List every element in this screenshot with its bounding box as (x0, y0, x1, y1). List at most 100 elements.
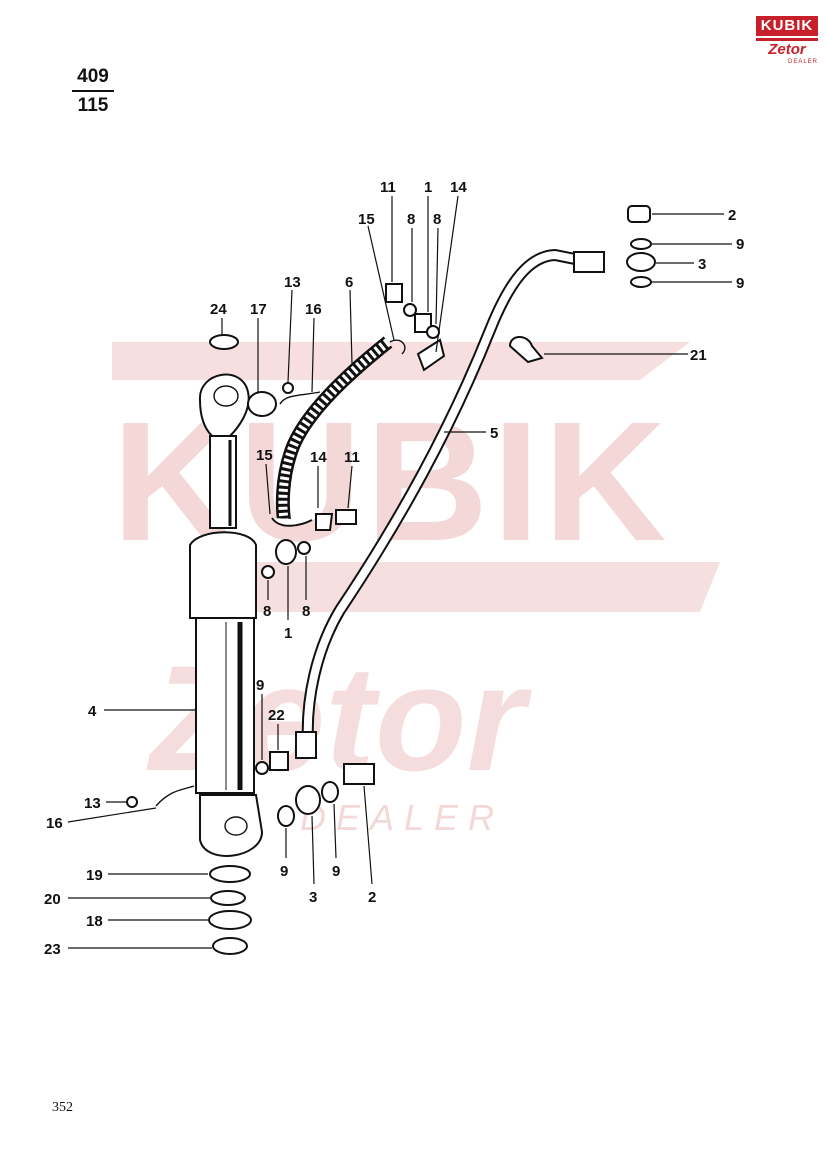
leader-c31 (333, 803, 337, 859)
bracket-14-top (416, 338, 446, 372)
callout-c8: 14 (450, 179, 467, 196)
washer-8-mid-1 (261, 565, 275, 579)
callout-c15: 17 (250, 301, 267, 318)
leader-c11 (435, 227, 439, 325)
callout-c32: 2 (368, 889, 376, 906)
small-parts (126, 205, 656, 955)
callout-c25: 9 (256, 677, 264, 694)
ring-24 (209, 334, 239, 350)
pin-16-bottom (155, 785, 195, 807)
grease-nipple-13-top (282, 382, 294, 394)
dust-cap (508, 336, 544, 364)
leader-c20 (347, 465, 353, 509)
bracket-14-mid (315, 513, 334, 531)
callout-c24: 4 (88, 703, 97, 720)
pipe-top-nut (573, 251, 605, 273)
callout-c19: 14 (310, 449, 327, 466)
callout-c30: 3 (309, 889, 317, 906)
hydraulic-cylinder (189, 373, 264, 857)
kubik-zetor-logo: KUBIK Zetor DEALER (756, 16, 818, 72)
banjo-bolt-bottom (343, 763, 375, 785)
watermark-stripe-top (112, 342, 690, 380)
callout-c12: 6 (345, 274, 353, 291)
cylinder-bottom-eye-bore (224, 816, 248, 836)
callout-c31: 9 (332, 863, 340, 880)
callout-c4: 9 (736, 275, 744, 292)
callout-c14: 16 (305, 301, 322, 318)
fitting-1-top (414, 313, 432, 333)
washer-8-top-1 (403, 303, 417, 317)
grease-nipple-13-bottom (126, 796, 138, 808)
banjo-fitting-bottom (295, 785, 321, 815)
callout-c20: 11 (344, 449, 360, 466)
hose-assembly (275, 336, 393, 521)
pin-16-top (279, 391, 321, 405)
bolt-11-mid (335, 509, 357, 525)
seal-ring-top-2 (630, 276, 652, 288)
banjo-fitting-top (626, 252, 656, 272)
cylinder-barrel (195, 617, 255, 794)
clip-15-top (389, 339, 406, 355)
leader-c14 (311, 317, 315, 393)
pipe-5-inner (303, 250, 591, 743)
clip-15-mid (271, 517, 313, 527)
sleeve-22 (269, 751, 289, 771)
callout-c35: 18 (86, 913, 103, 930)
callout-c5: 21 (690, 347, 707, 364)
seal-ring-9-bottom-1 (277, 805, 295, 827)
pipe-bottom-nut (295, 731, 317, 759)
cylinder-head (189, 531, 257, 619)
callout-c28: 16 (46, 815, 63, 832)
callout-c9: 15 (358, 211, 375, 228)
callout-c26: 22 (268, 707, 285, 724)
ring-17 (247, 391, 277, 417)
bolt-11-top (385, 283, 403, 303)
callout-c23: 8 (302, 603, 310, 620)
logo-dealer-text: DEALER (787, 59, 818, 65)
cylinder-top-eye-bore (213, 385, 239, 407)
ring-23 (212, 937, 248, 955)
hose-6 (275, 336, 393, 521)
ring-19 (209, 865, 251, 883)
washer-8-top-2 (426, 325, 440, 339)
callout-c3: 3 (698, 256, 706, 273)
callout-c17: 5 (490, 425, 498, 442)
banjo-bolt-top (627, 205, 651, 223)
cylinder-bottom-eye (199, 794, 264, 857)
leader-c28 (67, 807, 157, 823)
leader-c32 (363, 785, 373, 885)
watermark-dealer: DEALER (300, 797, 504, 838)
leader-lines (67, 195, 732, 949)
logo-bar (756, 38, 818, 41)
fraction-rule (72, 90, 114, 92)
leader-c18 (265, 463, 271, 515)
diagram-code-top: 409 (77, 66, 109, 87)
seal-ring-top-1 (630, 238, 652, 250)
page-number: 352 (52, 1100, 73, 1115)
callout-c13: 13 (284, 274, 301, 291)
cylinder-piston-rod (209, 435, 237, 529)
leader-c13 (287, 289, 293, 383)
callout-numbers: 2 9 3 9 21 11 1 14 15 8 8 6 13 16 17 24 … (44, 179, 744, 958)
washer-8-mid-2 (297, 541, 311, 555)
callout-c11: 8 (433, 211, 441, 228)
callout-c7: 1 (424, 179, 432, 196)
callout-c22: 1 (284, 625, 292, 642)
callout-c6: 11 (380, 179, 396, 196)
pipe-assembly (295, 248, 605, 759)
callout-c16: 24 (210, 301, 227, 318)
leader-c12 (349, 289, 353, 365)
callout-c29: 9 (280, 863, 288, 880)
seal-ring-9-bottom-2 (321, 781, 339, 803)
ring-20 (210, 890, 246, 906)
logo-kubik-text: KUBIK (756, 16, 818, 36)
ring-18 (208, 910, 252, 930)
leader-c9 (367, 225, 395, 341)
callout-c1: 2 (728, 207, 736, 224)
callout-c36: 23 (44, 941, 61, 958)
callout-c18: 15 (256, 447, 273, 464)
diagram-code: 409 115 (72, 66, 114, 117)
callout-c34: 20 (44, 891, 61, 908)
logo-zetor-text: Zetor (768, 41, 806, 58)
